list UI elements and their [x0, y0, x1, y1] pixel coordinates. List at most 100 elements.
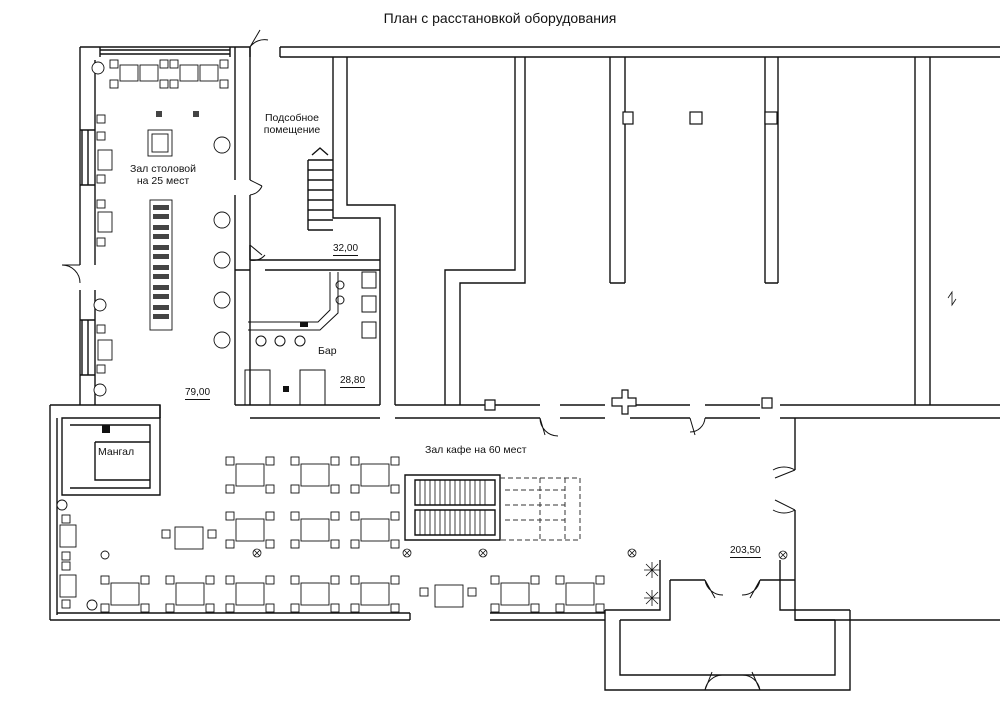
plant — [86, 599, 98, 611]
bar-stool — [294, 335, 306, 347]
bar-stool — [335, 280, 345, 290]
chair — [350, 484, 360, 494]
column-cross — [761, 397, 773, 409]
stairs-central — [404, 474, 501, 541]
chair — [290, 539, 300, 549]
chair — [205, 575, 215, 585]
round-table — [213, 331, 231, 349]
round-table — [213, 251, 231, 269]
chair — [595, 603, 605, 613]
table — [199, 64, 219, 82]
stairs-dashed — [500, 477, 581, 541]
small-square — [193, 111, 199, 117]
chair — [225, 484, 235, 494]
light-fixture — [778, 550, 788, 560]
table — [59, 524, 77, 548]
mangal-box — [61, 417, 161, 496]
plant — [91, 61, 105, 75]
round-table — [213, 291, 231, 309]
chair — [265, 603, 275, 613]
chair — [225, 456, 235, 466]
wall-stolovaya-outer — [50, 46, 250, 418]
table — [300, 518, 330, 542]
chair — [530, 575, 540, 585]
serving-line — [149, 199, 173, 331]
page-title: План с расстановкой оборудования — [383, 10, 617, 26]
table — [360, 518, 390, 542]
table — [110, 582, 140, 606]
door-bar — [249, 244, 266, 261]
wall-cafe-right — [794, 418, 1000, 621]
column-cross — [484, 399, 496, 411]
chair — [165, 575, 175, 585]
chair — [390, 511, 400, 521]
table — [300, 463, 330, 487]
column — [764, 111, 778, 125]
stairs-central-treads — [419, 480, 486, 535]
door-cafe-right — [772, 466, 796, 514]
chair — [165, 603, 175, 613]
chair — [290, 575, 300, 585]
wall-inner-3 — [609, 57, 626, 284]
door-cafe-1 — [539, 417, 559, 437]
chair — [555, 575, 565, 585]
room-capacity: на 25 мест — [136, 175, 190, 187]
round-table — [213, 211, 231, 229]
wall-inner-5 — [914, 57, 931, 405]
bar-fridge — [244, 369, 271, 406]
column-cross — [611, 389, 637, 415]
chair — [96, 364, 106, 374]
wall-bottom — [50, 612, 605, 621]
chair — [390, 575, 400, 585]
table — [235, 518, 265, 542]
chair — [350, 575, 360, 585]
chair — [96, 237, 106, 247]
chair — [61, 599, 71, 609]
chair — [390, 456, 400, 466]
chair — [96, 199, 106, 209]
chair — [219, 79, 229, 89]
wall-inner-2 — [444, 57, 526, 405]
plant — [93, 298, 107, 312]
equipment-mark — [300, 322, 308, 327]
window-top — [99, 47, 231, 57]
chair — [350, 456, 360, 466]
area-stolovaya: 79,00 — [185, 387, 211, 400]
wall-middle — [159, 404, 1000, 419]
chair — [100, 575, 110, 585]
room-label-mangal: Мангал — [98, 446, 135, 458]
bar-stool — [335, 295, 345, 305]
chair — [169, 79, 179, 89]
door-top — [249, 29, 269, 48]
light-fixture — [402, 548, 412, 558]
round-table — [213, 136, 231, 154]
room-label-bar: Бар — [318, 345, 337, 357]
door-stolovaya-side — [61, 264, 81, 284]
table — [175, 582, 205, 606]
fan-icon — [644, 562, 660, 578]
chair — [109, 59, 119, 69]
wall-stolovaya-right — [234, 47, 251, 406]
table — [179, 64, 199, 82]
area-podsobnoe: 32,00 — [333, 243, 359, 256]
chair — [159, 79, 169, 89]
round-marker — [100, 550, 110, 560]
chair — [490, 575, 500, 585]
bar-counter — [248, 272, 339, 331]
chair — [290, 456, 300, 466]
chair — [205, 603, 215, 613]
table — [97, 211, 113, 233]
small-square — [156, 111, 162, 117]
chair — [350, 603, 360, 613]
chair — [595, 575, 605, 585]
break-mark — [947, 290, 957, 307]
chair — [96, 114, 106, 124]
chair — [225, 511, 235, 521]
chair — [96, 131, 106, 141]
table — [97, 149, 113, 171]
room-label-podsobnoe: Подсобное помещение — [255, 112, 329, 136]
table — [500, 582, 530, 606]
chair — [330, 603, 340, 613]
room-name: Зал столовой — [129, 163, 197, 175]
